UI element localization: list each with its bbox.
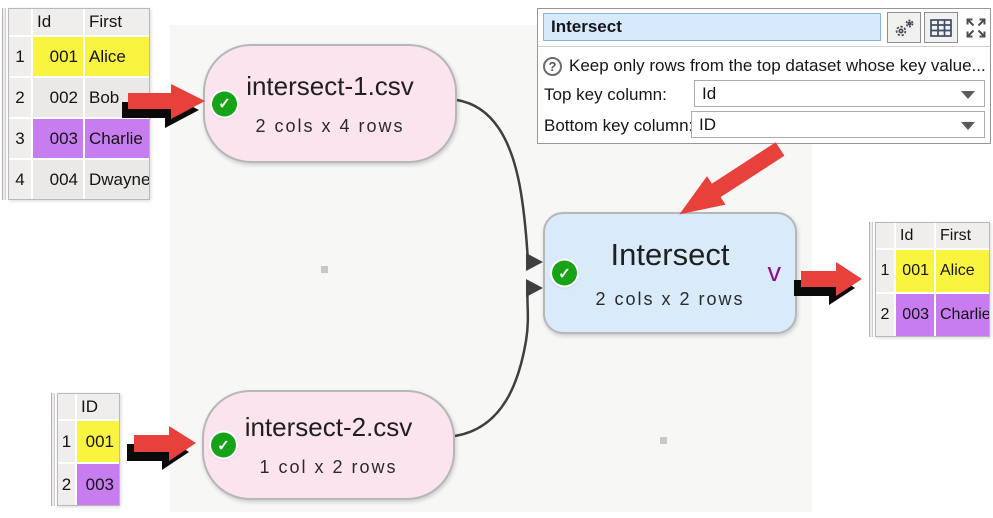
row-number[interactable]: 4: [9, 160, 31, 199]
expand-icon: [966, 18, 986, 37]
top-key-column-select[interactable]: Id: [694, 80, 985, 107]
status-ok-icon: ✓: [552, 260, 577, 286]
node-size-label: 1 col x 2 rows: [259, 457, 398, 477]
window-edge: [869, 222, 873, 337]
help-icon[interactable]: ?: [543, 56, 562, 76]
output-chevron-icon[interactable]: v: [767, 256, 782, 287]
top-key-column-value: Id: [702, 83, 717, 103]
chevron-down-icon: [961, 122, 975, 130]
cell-id[interactable]: 003: [33, 119, 83, 158]
row-number[interactable]: 2: [9, 78, 31, 117]
cell-id[interactable]: 004: [33, 160, 83, 199]
node-intersect-1-csv[interactable]: ✓ intersect-1.csv 2 cols x 4 rows: [203, 44, 457, 163]
column-header[interactable]: Id: [896, 223, 934, 248]
bottom-key-column-value: ID: [699, 114, 716, 134]
row-number[interactable]: 1: [9, 37, 31, 76]
chevron-down-icon: [961, 91, 975, 99]
cell-first[interactable]: Bob: [85, 78, 149, 117]
node-intersect-transform[interactable]: ✓ Intersect 2 cols x 2 rows v: [543, 212, 797, 334]
cell-first[interactable]: Charlie: [85, 119, 149, 158]
table-icon: [930, 18, 952, 37]
cell-id[interactable]: 001: [896, 250, 934, 292]
bottom-key-column-label: Bottom key column:: [544, 116, 694, 135]
cell-first[interactable]: Dwayne: [85, 160, 149, 199]
gear-icon: [895, 19, 914, 36]
cell-first[interactable]: Alice: [85, 37, 149, 76]
node-intersect-2-csv[interactable]: ✓ intersect-2.csv 1 col x 2 rows: [202, 390, 455, 500]
node-title: intersect-2.csv: [244, 412, 413, 442]
window-edge: [51, 393, 55, 506]
top-key-column-label: Top key column:: [544, 85, 667, 104]
input-table-2: ID 1 001 2 003: [57, 393, 120, 506]
column-header[interactable]: ID: [77, 394, 119, 419]
status-ok-icon: ✓: [211, 432, 236, 458]
column-header[interactable]: First: [85, 9, 149, 35]
corner-cell: [58, 394, 75, 419]
cell-id[interactable]: 002: [33, 78, 83, 117]
node-size-label: 2 cols x 2 rows: [595, 288, 745, 309]
transform-description: Keep only rows from the top dataset whos…: [569, 56, 986, 75]
help-row: ? Keep only rows from the top dataset wh…: [543, 54, 986, 78]
cell-first[interactable]: Alice: [936, 250, 989, 292]
cell-id[interactable]: 001: [77, 421, 119, 462]
cell-id[interactable]: 003: [896, 294, 934, 336]
output-table: Id First 1 001 Alice 2 003 Charlie: [875, 222, 990, 337]
corner-cell: [9, 9, 31, 35]
bottom-key-column-select[interactable]: ID: [691, 111, 985, 138]
transform-name-field[interactable]: [543, 13, 881, 41]
corner-cell: [876, 223, 894, 248]
column-header[interactable]: First: [936, 223, 989, 248]
row-number[interactable]: 2: [876, 294, 894, 336]
column-header[interactable]: Id: [33, 9, 83, 35]
row-number[interactable]: 3: [9, 119, 31, 158]
cell-first[interactable]: Charlie: [936, 294, 989, 336]
node-size-label: 2 cols x 4 rows: [255, 115, 405, 136]
window-edge: [2, 8, 6, 200]
row-number[interactable]: 1: [58, 421, 75, 462]
status-ok-icon: ✓: [212, 91, 237, 116]
expand-button[interactable]: [961, 12, 991, 43]
row-number[interactable]: 2: [58, 464, 75, 505]
input-table-1: Id First 1 001 Alice 2 002 Bob 3 003 Cha…: [8, 8, 150, 200]
node-title: Intersect: [610, 236, 730, 272]
row-number[interactable]: 1: [876, 250, 894, 292]
cell-id[interactable]: 003: [77, 464, 119, 505]
table-view-button[interactable]: [924, 12, 958, 43]
transform-settings-panel: ? Keep only rows from the top dataset wh…: [537, 8, 991, 144]
cell-id[interactable]: 001: [33, 37, 83, 76]
settings-button[interactable]: [887, 12, 921, 43]
node-title: intersect-1.csv: [246, 70, 414, 101]
panel-titlebar: [538, 9, 990, 47]
